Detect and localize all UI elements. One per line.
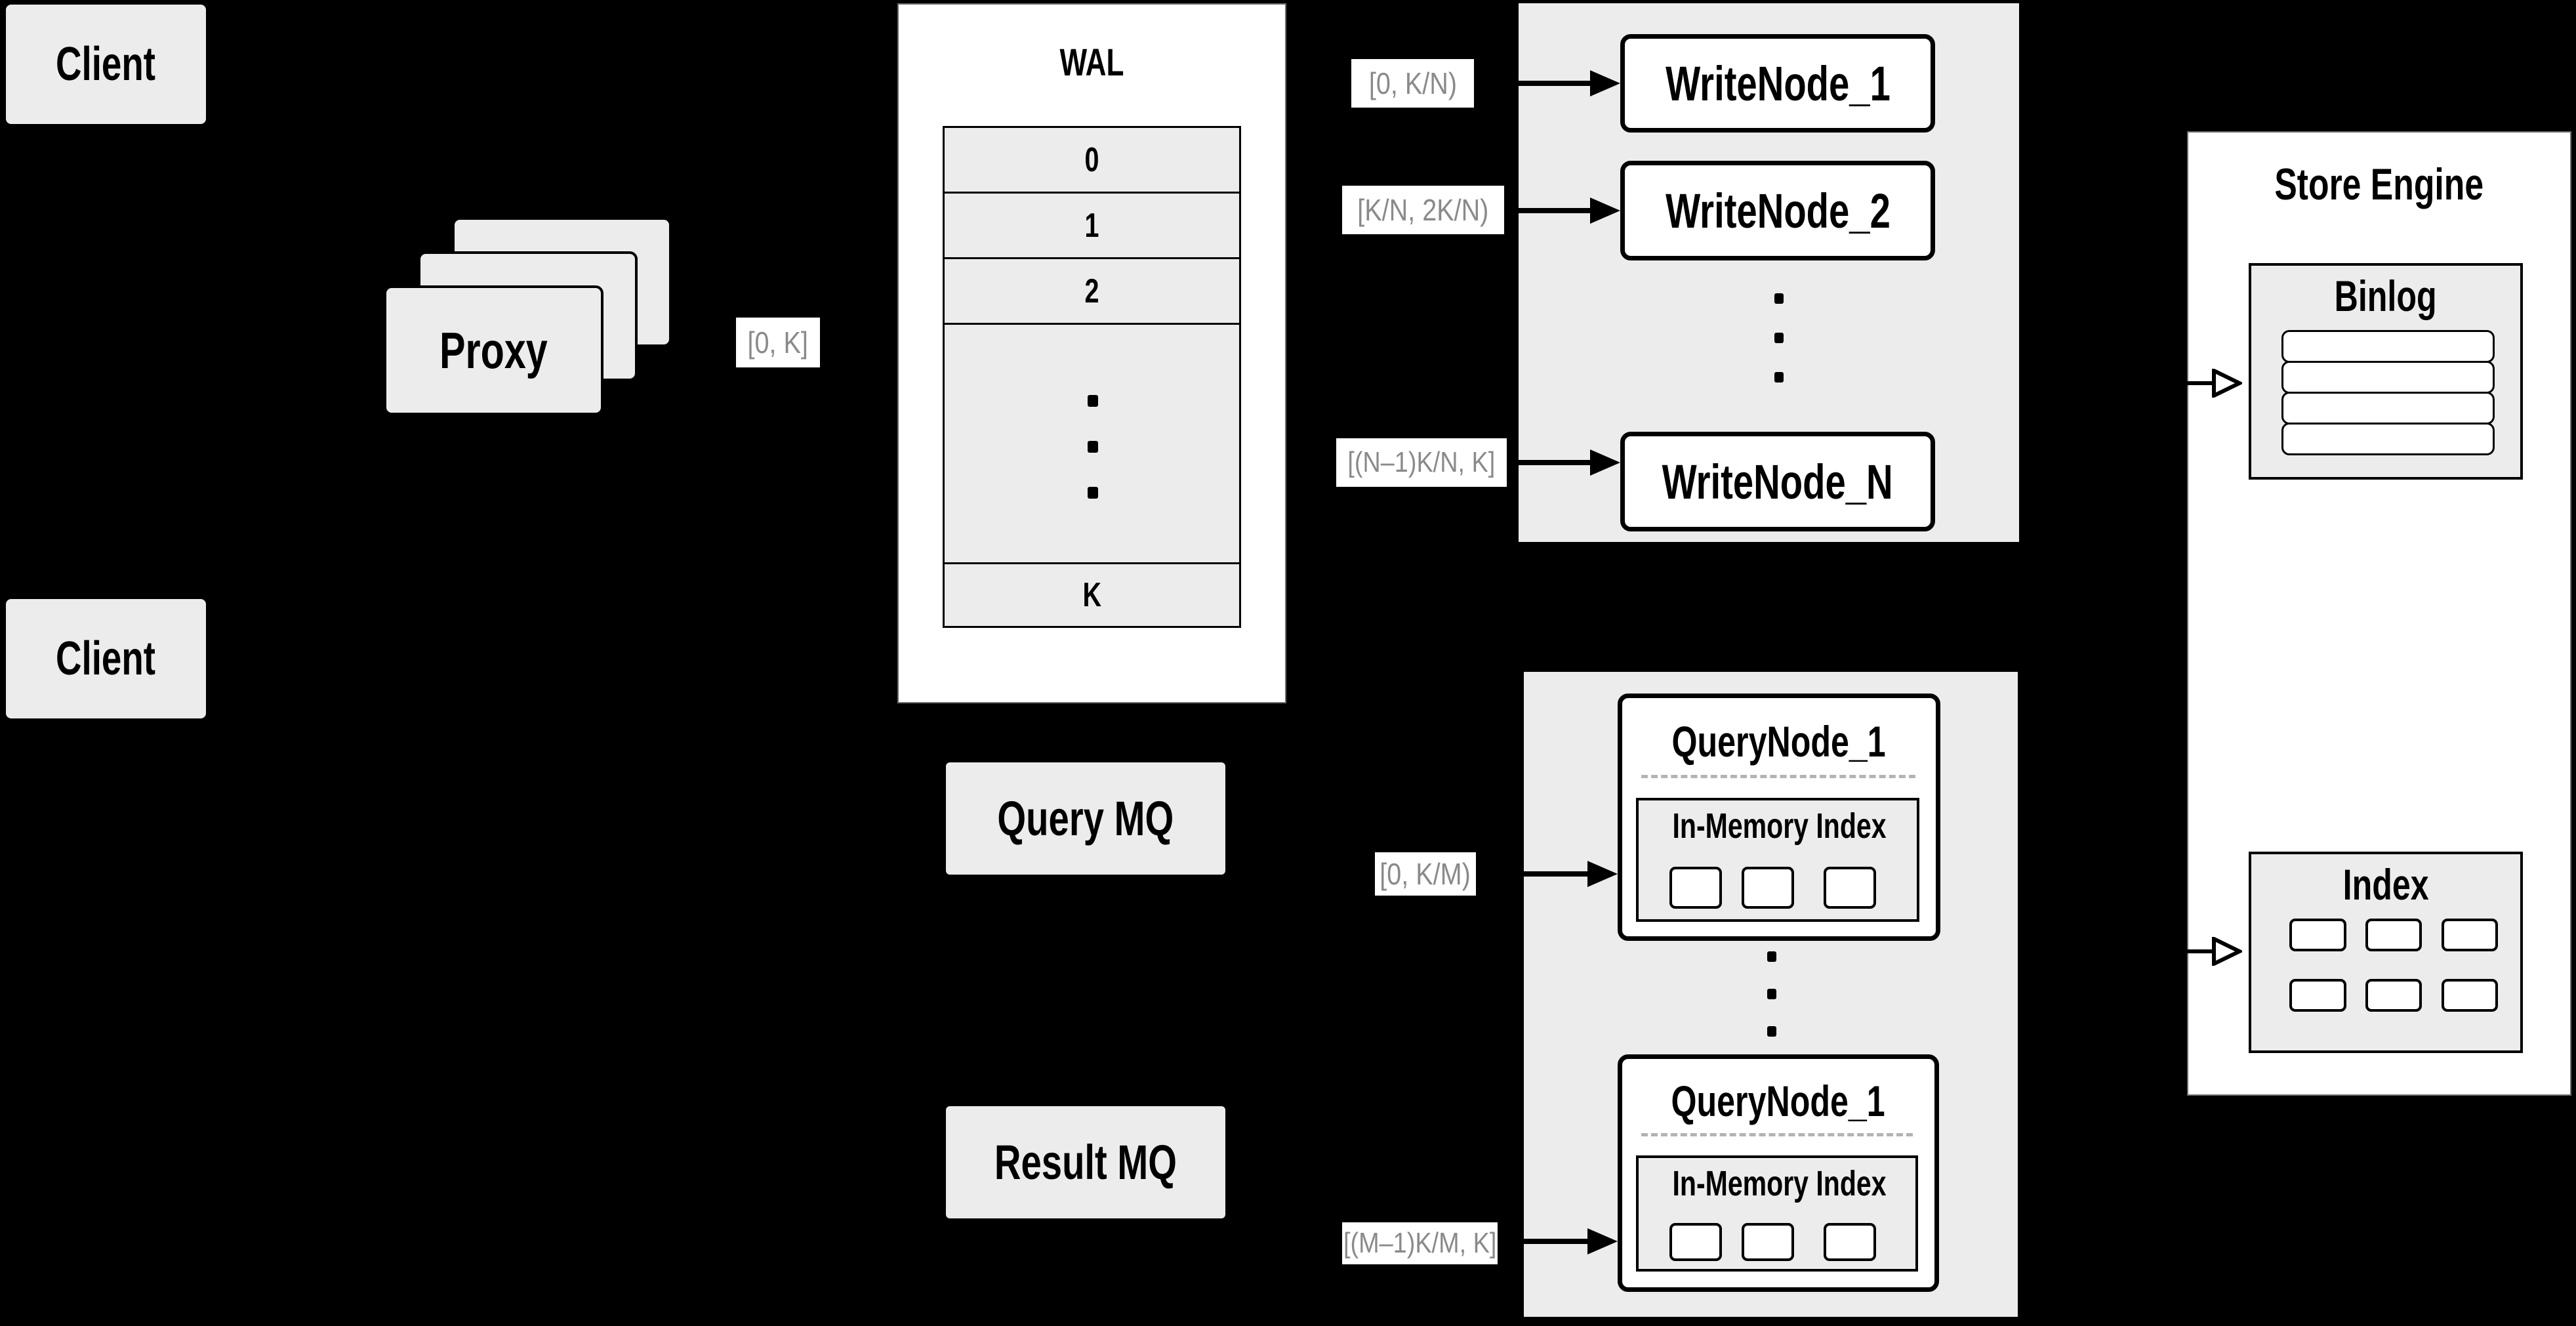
memory-segment [1669, 1223, 1722, 1261]
index-segment [2365, 919, 2422, 951]
write-panel-ellipsis-dot [1774, 333, 1784, 343]
range-label-write-2: [K/N, 2K/N) [1342, 186, 1504, 234]
store-engine-title: Store Engine [2274, 159, 2484, 209]
binlog-box: Binlog [2249, 263, 2523, 480]
query-node-divider [1641, 775, 1915, 778]
write-panel-ellipsis-dot [1774, 293, 1784, 304]
wal-ellipsis-dot [1088, 441, 1098, 453]
index-segment [2365, 979, 2422, 1012]
binlog-row [2281, 392, 2495, 425]
query-node-top: QueryNode_1 In-Memory Index [1618, 694, 1940, 941]
index-box: Index [2249, 852, 2523, 1053]
in-memory-index-title: In-Memory Index [1672, 806, 1887, 846]
query-panel-ellipsis-dot [1767, 989, 1776, 999]
store-engine-box: Store Engine Binlog Index [2187, 131, 2571, 1096]
memory-segment [1824, 867, 1876, 909]
arrow-to-query-node-top-icon [1476, 860, 1618, 888]
proxy-label: Proxy [440, 321, 548, 379]
client-box-bottom: Client [6, 599, 206, 718]
client-box-top: Client [6, 5, 206, 124]
wal-row-1: 1 [945, 194, 1239, 259]
arrow-to-write-node-2-icon [1504, 196, 1620, 225]
range-label-0-k: [0, K] [736, 318, 820, 367]
index-segment [2442, 919, 2498, 951]
memory-segment [1669, 867, 1722, 909]
query-node-bottom: QueryNode_1 In-Memory Index [1618, 1054, 1939, 1292]
write-node-2: WriteNode_2 [1620, 161, 1935, 260]
arrow-to-write-node-n-icon [1507, 448, 1620, 477]
wal-table: 0 1 2 K [943, 126, 1241, 628]
range-label-write-1: [0, K/N) [1351, 59, 1474, 108]
in-memory-index-box-top: In-Memory Index [1636, 798, 1919, 922]
query-panel-ellipsis-dot [1767, 951, 1776, 962]
query-node-divider [1641, 1133, 1913, 1136]
index-title: Index [2342, 860, 2429, 909]
memory-segment [1742, 1223, 1794, 1261]
range-label-write-n: [(N–1)K/N, K] [1336, 438, 1507, 487]
binlog-title: Binlog [2334, 272, 2438, 320]
write-node-1: WriteNode_1 [1620, 34, 1935, 133]
write-node-n: WriteNode_N [1620, 432, 1935, 531]
client-top-label: Client [56, 38, 156, 91]
wal-box: WAL 0 1 2 K [897, 3, 1286, 703]
wal-row-0: 0 [945, 128, 1239, 194]
arrow-to-index-icon [2125, 937, 2242, 966]
memory-segment [1824, 1223, 1876, 1261]
client-bottom-label: Client [56, 632, 156, 685]
memory-segment [1742, 867, 1794, 909]
index-segment [2289, 979, 2346, 1012]
in-memory-index-title: In-Memory Index [1672, 1164, 1887, 1203]
wal-row-k: K [945, 564, 1239, 626]
in-memory-index-box-bottom: In-Memory Index [1636, 1155, 1918, 1272]
query-node-bottom-title: QueryNode_1 [1671, 1077, 1886, 1125]
arrow-to-query-node-bottom-icon [1498, 1227, 1618, 1256]
arrow-to-binlog-icon [2125, 369, 2242, 398]
proxy-card-front: Proxy [384, 285, 603, 415]
binlog-row [2281, 361, 2495, 394]
wal-ellipsis-dot [1088, 395, 1098, 407]
write-panel-ellipsis-dot [1774, 372, 1784, 383]
arrow-to-write-node-1-icon [1474, 69, 1620, 98]
binlog-row [2281, 423, 2495, 455]
range-label-query-1: [0, K/M) [1375, 852, 1476, 896]
query-node-top-title: QueryNode_1 [1671, 717, 1887, 766]
index-segment [2289, 919, 2346, 951]
wal-row-2: 2 [945, 259, 1239, 325]
query-panel-ellipsis-dot [1767, 1026, 1776, 1037]
range-label-query-m: [(M–1)K/M, K] [1342, 1222, 1498, 1264]
wal-title: WAL [1059, 41, 1124, 84]
wal-ellipsis-dot [1088, 487, 1098, 499]
binlog-row [2281, 330, 2495, 363]
index-segment [2442, 979, 2498, 1012]
result-mq-box: Result MQ [946, 1106, 1225, 1218]
query-mq-box: Query MQ [946, 762, 1225, 875]
